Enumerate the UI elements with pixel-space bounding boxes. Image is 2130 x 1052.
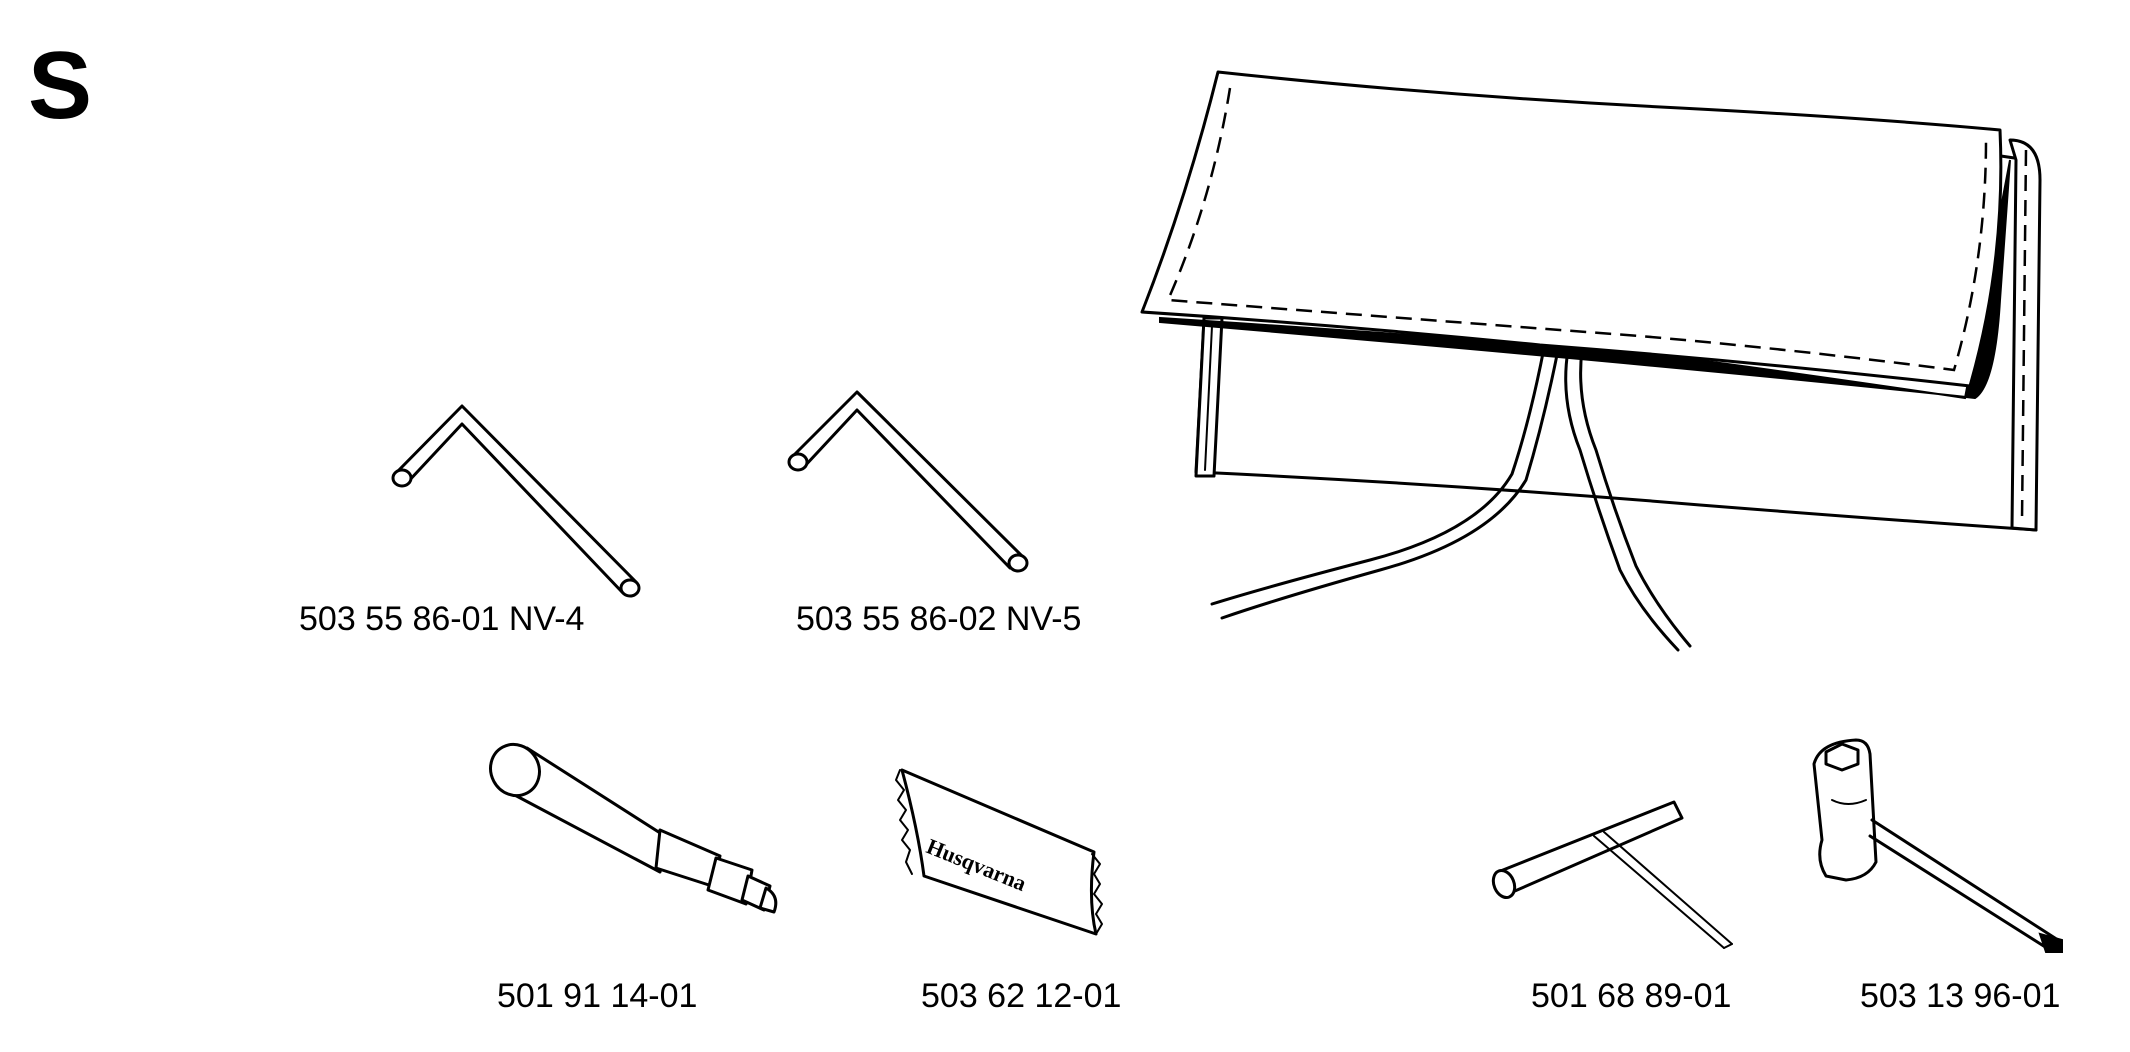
part-number-hex-key-nv5: 503 55 86-02 NV-5	[796, 600, 1082, 638]
part-number-hex-key-nv4: 503 55 86-01 NV-4	[299, 600, 585, 638]
tool-pouch-drawing	[1140, 70, 2042, 652]
sleeve-tool-drawing	[489, 742, 778, 914]
hex-key-nv4-drawing	[391, 404, 641, 598]
part-number-grease-tube: 503 62 12-01	[921, 977, 1122, 1015]
part-number-sleeve-tool: 501 91 14-01	[497, 977, 698, 1015]
grease-tube-drawing: Husqvarna	[895, 768, 1103, 936]
combination-spanner-drawing	[1812, 738, 2063, 953]
part-number-t-wrench: 501 68 89-01	[1531, 977, 1732, 1015]
section-letter: S	[28, 32, 93, 139]
part-number-combination-spanner: 503 13 96-01	[1860, 977, 2061, 1015]
hex-key-nv5-drawing	[787, 390, 1029, 573]
t-wrench-drawing	[1491, 800, 1733, 949]
